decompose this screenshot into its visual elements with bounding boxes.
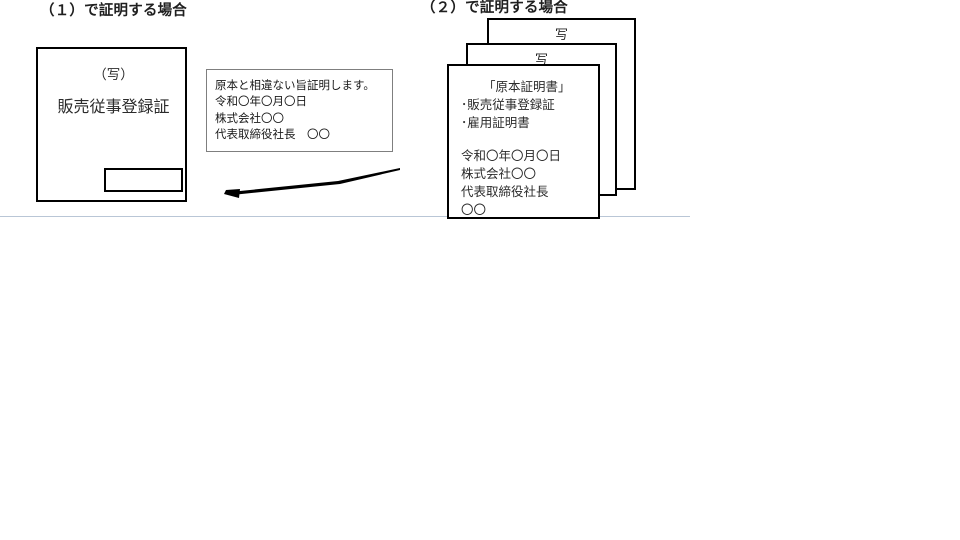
certification-callout-box: 原本と相違ない旨証明します。 令和〇年〇月〇日 株式会社〇〇 代表取締役社長 〇… bbox=[206, 69, 393, 152]
section-title-2: （２）で証明する場合 bbox=[421, 0, 568, 16]
section-title-1: （１）で証明する場合 bbox=[40, 3, 187, 19]
copy-mark-label: （写） bbox=[93, 67, 134, 82]
callout-line-company: 株式会社〇〇 bbox=[215, 112, 284, 125]
page-divider bbox=[0, 216, 690, 217]
certification-stamp-box bbox=[104, 168, 183, 192]
spacer bbox=[461, 132, 598, 147]
certificate-representative-name: 〇〇 bbox=[461, 203, 487, 217]
callout-line-statement: 原本と相違ない旨証明します。 bbox=[215, 80, 375, 92]
certificate-representative-title: 代表取締役社長 bbox=[461, 185, 549, 199]
sheet-copy-label: 写 bbox=[534, 52, 548, 67]
sheet-copy-label: 写 bbox=[554, 27, 568, 42]
callout-line-representative: 代表取締役社長 〇〇 bbox=[215, 128, 330, 141]
certificate-company: 株式会社〇〇 bbox=[461, 167, 537, 181]
certificate-item-employment: ･雇用証明書 bbox=[461, 116, 530, 130]
callout-line-date: 令和〇年〇月〇日 bbox=[215, 96, 307, 109]
document-title-label: 販売従事登録証 bbox=[57, 99, 170, 116]
certificate-date: 令和〇年〇月〇日 bbox=[461, 149, 562, 163]
original-certificate-body: 「原本証明書」 ･販売従事登録証 ･雇用証明書 令和〇年〇月〇日 株式会社〇〇 … bbox=[449, 78, 598, 219]
original-certificate-title: 「原本証明書」 bbox=[483, 80, 571, 94]
original-certificate-sheet: 「原本証明書」 ･販売従事登録証 ･雇用証明書 令和〇年〇月〇日 株式会社〇〇 … bbox=[447, 64, 600, 219]
certificate-item-registration: ･販売従事登録証 bbox=[461, 98, 555, 112]
